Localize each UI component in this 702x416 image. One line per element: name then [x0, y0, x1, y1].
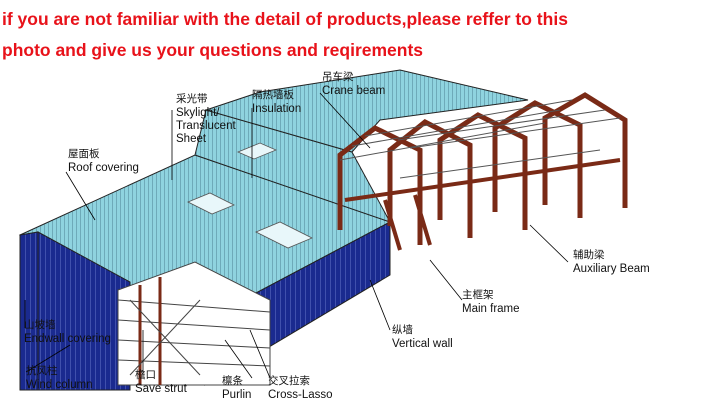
auxiliary-label-zh: 辅助梁 [573, 248, 605, 261]
wind-column-label-en: Wind column [26, 379, 92, 391]
wind-column-label-zh: 抗风柱 [26, 364, 58, 377]
skylight-label-en-3: Sheet [176, 133, 207, 145]
cross-lasso-label-en: Cross-Lasso [268, 389, 333, 401]
roof-label-zh: 屋面板 [68, 147, 100, 160]
save-strut-label-zh: 檐口 [135, 368, 156, 381]
vertical-wall-label-en: Vertical wall [392, 338, 453, 350]
roof-label-en: Roof covering [68, 162, 139, 174]
skylight-strips [187, 142, 313, 249]
main-frame-label-en: Main frame [462, 303, 520, 315]
crane-beam [344, 158, 621, 251]
leader-lines [24, 92, 569, 379]
endwall-label-zh: 山坡墙 [24, 318, 56, 331]
banner-line-1: if you are not familiar with the detail … [2, 9, 568, 29]
skylight-label-zh: 采光带 [176, 92, 208, 105]
crane-beam-label-zh: 吊车梁 [322, 70, 354, 83]
crane-beam-label-en: Crane beam [322, 85, 385, 97]
save-strut-label-en: Save strut [135, 383, 188, 395]
insulation-label-en: Insulation [252, 103, 301, 115]
vertical-wall-label-zh: 纵墙 [392, 323, 413, 336]
roof-covering-back [204, 69, 529, 153]
cross-lasso-label-zh: 交叉拉索 [268, 374, 310, 387]
main-frame-label-zh: 主框架 [462, 288, 494, 301]
purlin-label-zh: 檩条 [222, 374, 243, 387]
skylight-label-en-2: Translucent [176, 120, 236, 132]
insulation-label-zh: 隔热墙板 [252, 88, 294, 101]
roof-purlins [339, 99, 621, 179]
purlin-label-en: Purlin [222, 389, 251, 401]
skylight-label-en-1: Skylight/ [176, 107, 220, 119]
endwall-label-en: Endwall covering [24, 333, 111, 345]
banner-line-2: photo and give us your questions and req… [2, 40, 424, 60]
main-frames [337, 92, 628, 245]
auxiliary-label-en: Auxiliary Beam [573, 263, 650, 275]
